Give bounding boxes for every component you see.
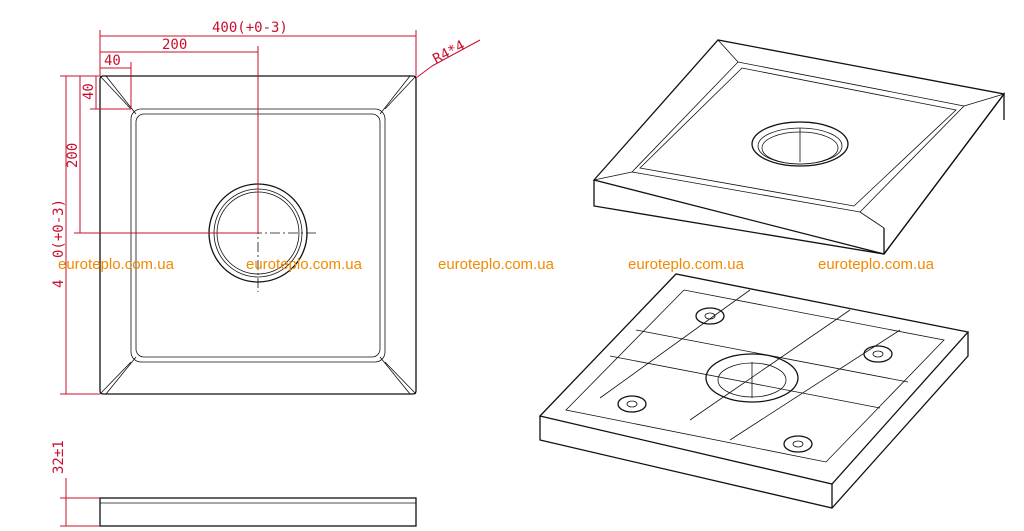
isometric-top-view <box>592 39 1006 255</box>
watermark-2: euroteplo.com.ua <box>246 256 363 273</box>
watermark-3: euroteplo.com.ua <box>438 256 555 273</box>
watermarks: euroteplo.com.ua euroteplo.com.ua eurote… <box>58 256 935 273</box>
dim-width-half: 200 <box>162 37 187 53</box>
watermark-4: euroteplo.com.ua <box>628 256 745 273</box>
isometric-bottom-view <box>538 273 970 509</box>
dimension-lines <box>60 30 481 527</box>
watermark-1: euroteplo.com.ua <box>58 256 175 273</box>
watermark-5: euroteplo.com.ua <box>818 256 935 273</box>
dim-rim-left: 40 <box>81 83 97 100</box>
dim-height-total: 0(+0-3) <box>51 199 67 258</box>
dim-thickness: 32±1 <box>51 440 67 474</box>
side-view <box>99 497 417 527</box>
dim-height-half: 200 <box>65 143 81 168</box>
dim-rim-top: 40 <box>104 53 121 69</box>
dim-height-prefix: 4 <box>51 280 67 288</box>
dimension-labels: 400(+0-3) 200 40 R4*4 40 200 0(+0-3) 4 3… <box>51 20 468 474</box>
dim-corner-radius: R4*4 <box>430 38 467 68</box>
dim-width-total: 400(+0-3) <box>212 20 288 36</box>
